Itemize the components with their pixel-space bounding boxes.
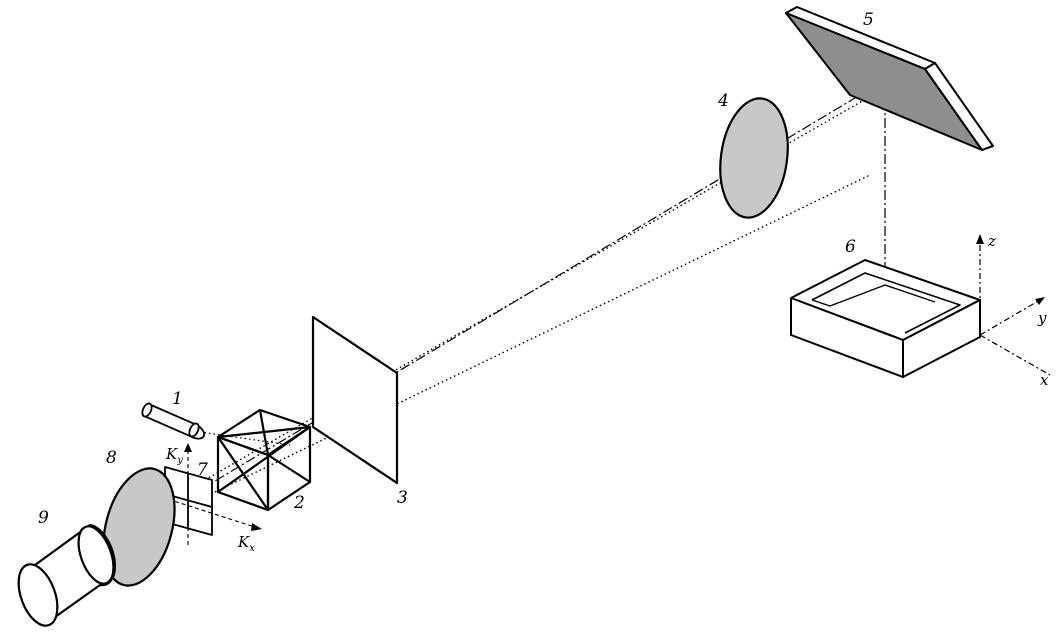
axis-y-line <box>979 299 1041 336</box>
axis-x-line <box>979 334 1051 376</box>
k-axes <box>154 448 259 545</box>
cube-diagonal-3 <box>217 426 311 493</box>
laser <box>141 402 206 440</box>
beam-splitter-cube <box>216 408 312 512</box>
axis-y-label: y <box>1037 309 1047 327</box>
label-mirror: 5 <box>863 10 874 30</box>
detector-lens <box>102 467 176 587</box>
axis-z-label: z <box>987 232 996 250</box>
tank-inner-rim <box>811 272 961 334</box>
label-beam-splitter: 2 <box>293 493 305 513</box>
mirror <box>785 6 994 151</box>
laser-aperture <box>188 422 200 438</box>
label-detector-lens: 8 <box>106 448 117 468</box>
label-laser: 1 <box>172 389 183 409</box>
tank <box>790 259 981 378</box>
camera-back-end <box>17 563 59 627</box>
ky-label: Ky <box>165 445 183 466</box>
axis-y-arrow <box>1035 297 1045 305</box>
lens <box>719 97 789 219</box>
label-lens: 4 <box>717 91 729 111</box>
camera <box>17 523 117 627</box>
tank-inner-edge <box>811 284 936 307</box>
label-screen: 3 <box>397 488 408 508</box>
mirror-side-face <box>924 62 994 151</box>
label-tank: 6 <box>845 237 856 257</box>
coordinate-axes <box>979 240 1051 376</box>
cube-diagonal-2 <box>258 409 270 456</box>
beam-laser-in <box>199 431 291 446</box>
cube-diagonal-4 <box>217 436 269 511</box>
k-arrowheads <box>184 443 262 531</box>
axis-labels: z y x Ky Kx <box>165 232 1049 554</box>
kx-arrow <box>251 523 262 531</box>
axis-z-arrow <box>976 234 984 244</box>
kx-label: Kx <box>237 533 255 554</box>
screen <box>311 315 399 485</box>
label-camera: 9 <box>38 508 49 528</box>
axis-x-label: x <box>1040 371 1049 389</box>
laser-back-end <box>141 402 153 418</box>
cube-diagonal-5 <box>267 454 311 483</box>
label-detector-grid: 7 <box>197 460 208 480</box>
camera-front-end <box>77 525 115 585</box>
ky-arrow <box>184 443 192 452</box>
axis-arrowheads <box>976 234 1045 305</box>
tank-right-face <box>902 299 981 378</box>
component-labels: 1 2 3 4 5 6 7 8 9 <box>38 10 874 528</box>
mirror-front-face <box>785 12 983 151</box>
